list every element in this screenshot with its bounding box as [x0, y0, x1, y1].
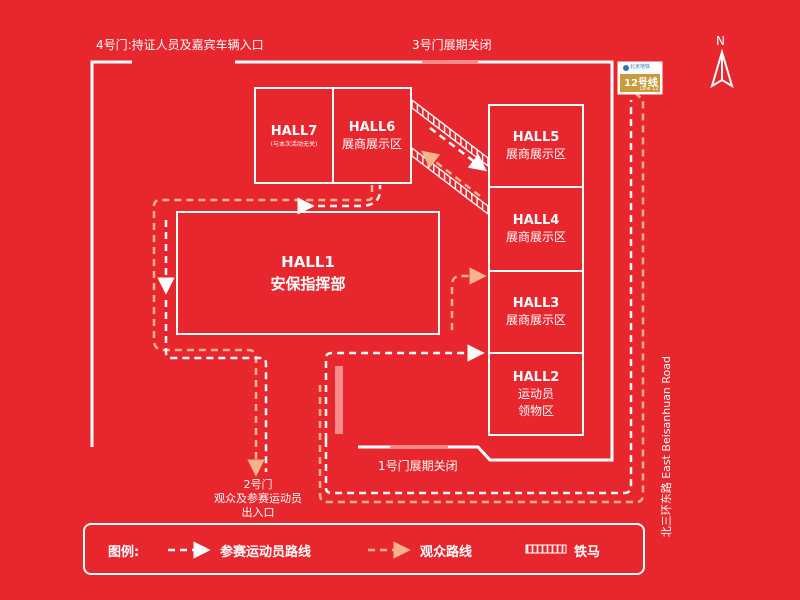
hall6-name: HALL6 — [348, 119, 396, 135]
hall6-desc: 展商展示区 — [341, 136, 402, 151]
gate3-label: 3号门展期关闭 — [412, 38, 492, 52]
hall3: HALL3 展商展示区 — [488, 270, 584, 354]
metro-line-sub: Line 12 — [640, 86, 659, 92]
athlete-route-left — [164, 300, 268, 472]
hall4-name: HALL4 — [512, 213, 560, 228]
visitor-route-diag — [421, 150, 481, 197]
athlete-route-hall6 — [297, 185, 382, 215]
legend-barrier-sample — [525, 544, 567, 554]
barrier-post — [335, 366, 343, 434]
visitor-route-metro — [318, 87, 645, 504]
road-label: 北三环东路 East Beisanhuan Road — [660, 356, 673, 538]
athlete-route-hall2 — [324, 344, 485, 440]
hall7: HALL7 (与本次活动无关) — [254, 87, 334, 184]
hall1-desc: 安保指挥部 — [270, 275, 346, 293]
gate1-label: 1号门展期关闭 — [378, 459, 458, 473]
hall2-desc2: 领物区 — [517, 403, 554, 418]
hall5-name: HALL5 — [512, 130, 560, 145]
legend-barrier-label: 铁马 — [574, 545, 601, 560]
legend-visitor-label: 观众路线 — [420, 545, 473, 560]
visitor-routes — [152, 87, 645, 504]
metro-logo-text: 北京地铁 — [630, 64, 651, 70]
hall7-name: HALL7 — [270, 123, 318, 139]
hall2: HALL2 运动员 领物区 — [488, 352, 584, 436]
hall3-name: HALL3 — [512, 296, 560, 311]
metro-line-text: 12号线 — [624, 78, 658, 89]
hall1: HALL1 安保指挥部 — [176, 211, 440, 335]
athlete-route-diag — [429, 127, 487, 172]
hall3-desc: 展商展示区 — [505, 313, 566, 327]
diagonal-barrier — [411, 99, 489, 215]
north-arrow-icon — [710, 48, 734, 89]
athlete-routes — [157, 100, 633, 495]
metro-badge-icon — [617, 61, 663, 95]
legend-title: 图例: — [108, 545, 140, 560]
gate2-label: 2号门 观众及参赛运动员 出入口 — [198, 478, 318, 520]
compass-label: N — [716, 34, 725, 48]
gate4-label: 4号门:持证人员及嘉宾车辆入口 — [96, 38, 264, 52]
gate2-line1: 2号门 — [243, 478, 273, 491]
hall6: HALL6 展商展示区 — [332, 87, 412, 184]
hall2-name: HALL2 — [512, 369, 560, 385]
hall7-note: (与本次活动无关) — [270, 140, 318, 148]
hall1-name: HALL1 — [281, 253, 335, 271]
visitor-route-entry-hall3 — [450, 267, 487, 330]
gate2-line3: 出入口 — [241, 506, 275, 519]
hall5-desc: 展商展示区 — [505, 147, 566, 161]
hall2-desc1: 运动员 — [517, 386, 554, 401]
legend-athlete-label: 参赛运动员路线 — [220, 545, 312, 560]
legend-frame — [83, 523, 645, 575]
hall5: HALL5 展商展示区 — [488, 104, 584, 188]
gate2-line2: 观众及参赛运动员 — [214, 492, 302, 505]
hall4: HALL4 展商展示区 — [488, 186, 584, 272]
athlete-route-outer — [324, 100, 633, 495]
visitor-route-top — [152, 185, 374, 477]
boundary-walls — [90, 60, 614, 462]
hall4-desc: 展商展示区 — [505, 230, 566, 244]
